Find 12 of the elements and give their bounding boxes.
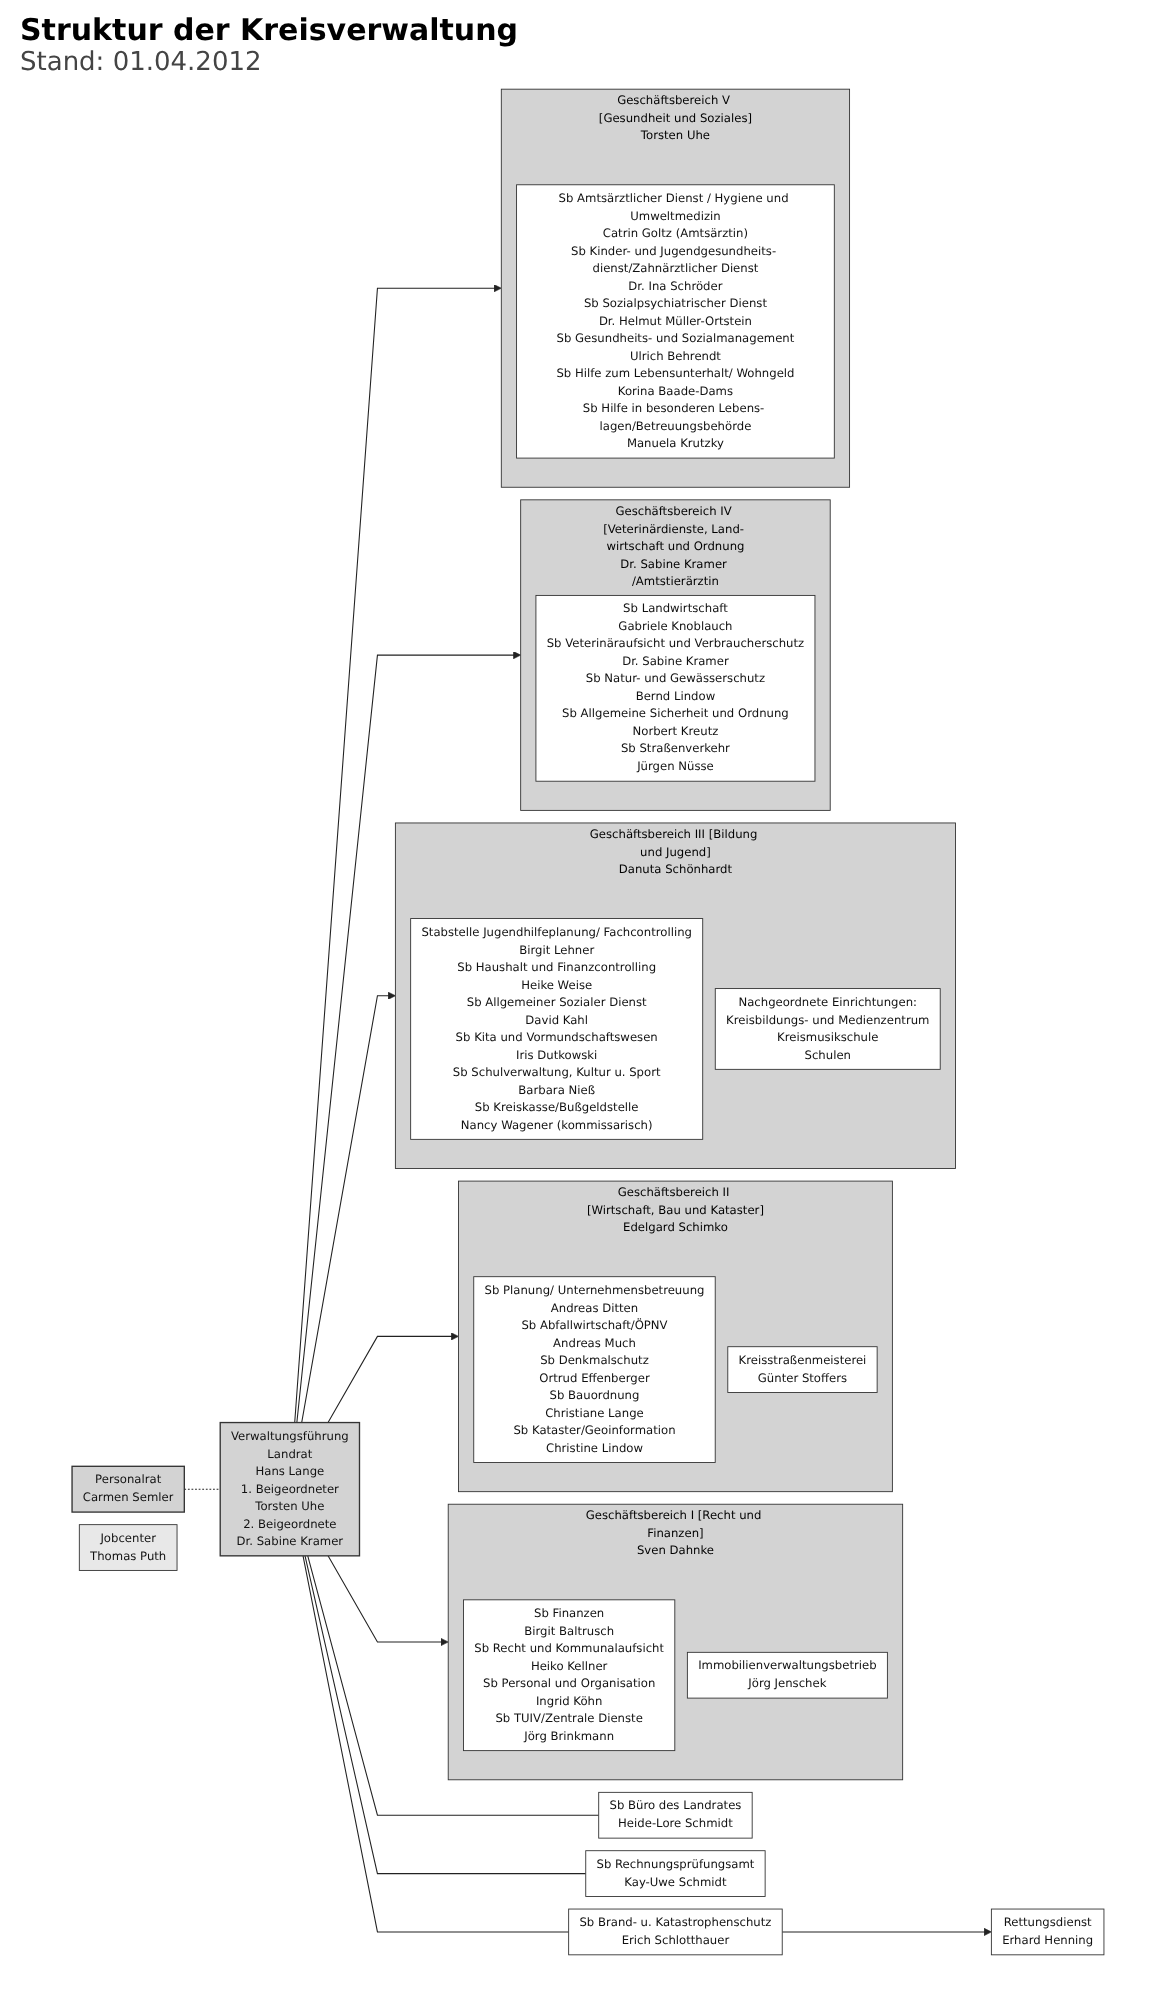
arrow xyxy=(327,1332,459,1424)
date-note: Stand: 01.04.2012 xyxy=(20,48,264,78)
connector xyxy=(302,1555,570,1933)
connector xyxy=(307,1555,600,1816)
connector xyxy=(304,1555,587,1875)
arrow xyxy=(327,1555,449,1646)
connector xyxy=(183,1488,221,1490)
arrow xyxy=(294,284,502,1424)
arrow xyxy=(781,1928,992,1936)
arrow xyxy=(296,651,522,1424)
arrow xyxy=(301,991,396,1424)
chart-title: Struktur der Kreisverwaltung xyxy=(20,12,521,48)
